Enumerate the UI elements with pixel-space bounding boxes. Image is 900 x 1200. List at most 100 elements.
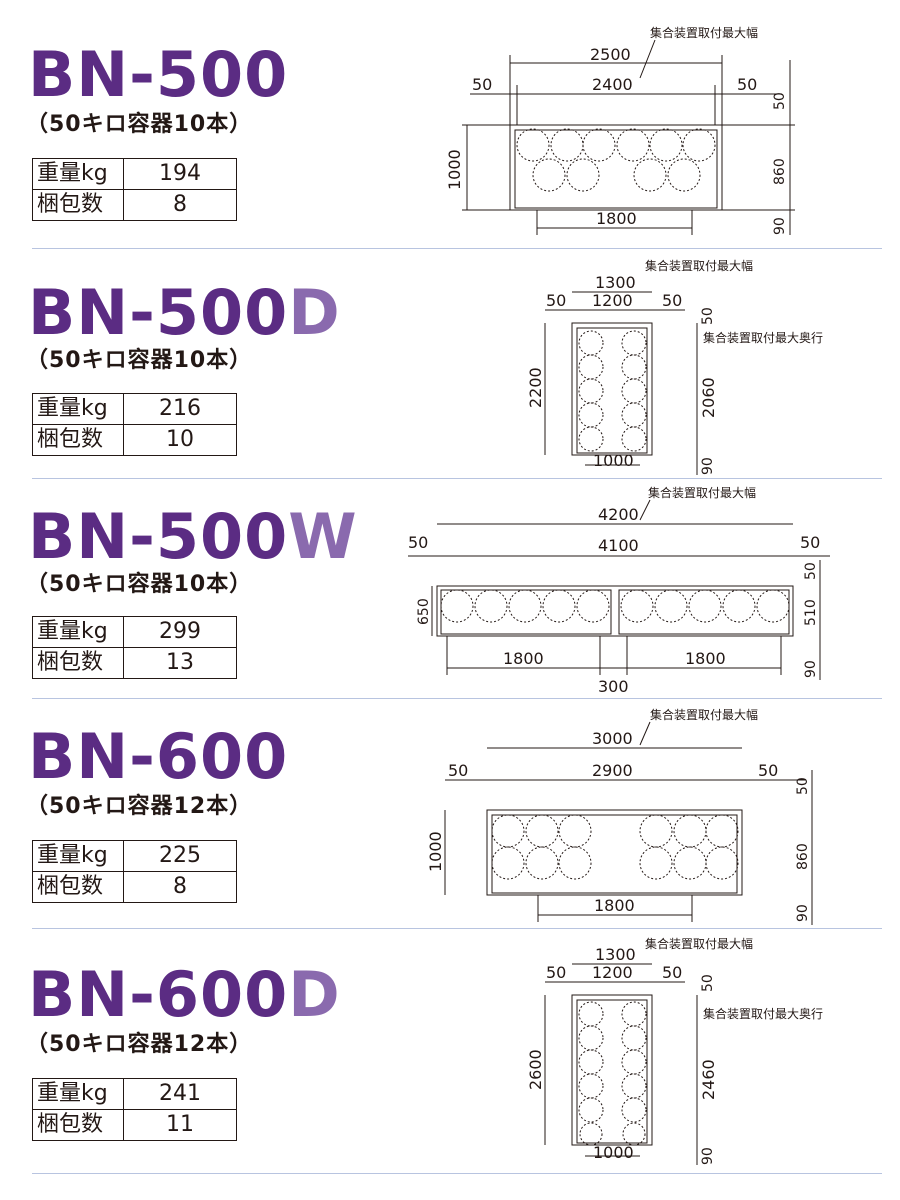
model-subtitle: （50キロ容器10本） xyxy=(26,348,253,373)
dim-top: 50 xyxy=(803,562,819,580)
model-title: BN-500D xyxy=(28,282,341,344)
dim-height: 2200 xyxy=(526,367,545,408)
pack-label: 梱包数 xyxy=(32,1109,124,1141)
dim-foot: 90 xyxy=(803,660,819,678)
dim-top: 50 xyxy=(700,307,716,325)
model-suffix: W xyxy=(288,500,358,573)
model-title: BN-500 xyxy=(28,44,288,106)
dim-top: 50 xyxy=(795,777,811,795)
section-divider xyxy=(32,478,882,479)
dimension-drawing: 集合装置取付最大幅 3000 2900 50 50 1000 50 860 90… xyxy=(426,707,813,925)
dimension-drawing: 集合装置取付最大幅 1300 1200 50 50 2600 集合装置取付最大奥… xyxy=(526,936,823,1165)
model-title: BN-600 xyxy=(28,726,288,788)
dim-overall: 1300 xyxy=(595,945,636,964)
dim-base: 1000 xyxy=(593,451,634,470)
model-base: BN-600 xyxy=(28,720,289,793)
dim-left: 50 xyxy=(472,75,492,94)
dim-base-right: 1800 xyxy=(685,649,726,668)
dim-overall: 1300 xyxy=(595,273,636,292)
note-width: 集合装置取付最大幅 xyxy=(645,936,753,951)
model-base: BN-500 xyxy=(28,500,289,573)
weight-label: 重量kg xyxy=(32,616,124,648)
pack-label: 梱包数 xyxy=(32,647,124,679)
pack-value: 8 xyxy=(123,871,237,903)
pack-value: 8 xyxy=(123,189,237,221)
dim-left: 50 xyxy=(448,761,468,780)
dim-body: 2060 xyxy=(699,377,718,418)
note-width: 集合装置取付最大幅 xyxy=(648,485,756,500)
dim-overall: 3000 xyxy=(592,729,633,748)
dim-left: 50 xyxy=(408,533,428,552)
dim-foot: 90 xyxy=(700,1147,716,1165)
dim-body: 860 xyxy=(772,158,788,185)
weight-label: 重量kg xyxy=(32,393,124,425)
dim-right: 50 xyxy=(662,291,682,310)
dimension-drawing: 集合装置取付最大幅 2500 2400 50 50 1000 50 860 90… xyxy=(445,25,795,235)
model-base: BN-500 xyxy=(28,38,289,111)
pack-label: 梱包数 xyxy=(32,189,124,221)
dim-left: 50 xyxy=(546,291,566,310)
dim-inner: 2400 xyxy=(592,75,633,94)
dim-foot: 90 xyxy=(700,457,716,475)
dimension-drawing: 集合装置取付最大幅 4200 4100 50 50 650 50 510 90 … xyxy=(408,485,830,696)
dim-overall: 4200 xyxy=(598,505,639,524)
dim-height: 1000 xyxy=(445,149,464,190)
dim-gap: 300 xyxy=(598,677,629,696)
model-base: BN-600 xyxy=(28,958,289,1031)
dim-height: 2600 xyxy=(526,1049,545,1090)
dim-right: 50 xyxy=(662,963,682,982)
model-title: BN-500W xyxy=(28,506,358,568)
section-divider xyxy=(32,698,882,699)
dim-inner: 4100 xyxy=(598,536,639,555)
pack-value: 11 xyxy=(123,1109,237,1141)
weight-value: 225 xyxy=(123,840,237,872)
dim-top: 50 xyxy=(772,92,788,110)
dim-base-left: 1800 xyxy=(503,649,544,668)
model-suffix: D xyxy=(288,276,341,349)
dim-body: 2460 xyxy=(699,1059,718,1100)
dim-right: 50 xyxy=(737,75,757,94)
pack-value: 10 xyxy=(123,424,237,456)
dimension-drawing: 集合装置取付最大幅 1300 1200 50 50 2200 集合装置取付最大奥… xyxy=(526,258,823,475)
dim-right: 50 xyxy=(800,533,820,552)
dim-inner: 1200 xyxy=(592,291,633,310)
section-divider xyxy=(32,1173,882,1174)
dim-body: 860 xyxy=(795,843,811,870)
dim-base: 1000 xyxy=(593,1143,634,1162)
weight-label: 重量kg xyxy=(32,1078,124,1110)
model-suffix: D xyxy=(288,958,341,1031)
dim-inner: 1200 xyxy=(592,963,633,982)
dim-right: 50 xyxy=(758,761,778,780)
dim-body: 510 xyxy=(803,599,819,626)
section-divider xyxy=(32,928,882,929)
weight-value: 241 xyxy=(123,1078,237,1110)
dim-inner: 2900 xyxy=(592,761,633,780)
note-depth: 集合装置取付最大奥行 xyxy=(703,330,823,345)
note-width: 集合装置取付最大幅 xyxy=(650,707,758,722)
model-subtitle: （50キロ容器10本） xyxy=(26,572,253,597)
section-divider xyxy=(32,248,882,249)
model-base: BN-500 xyxy=(28,276,289,349)
pack-value: 13 xyxy=(123,647,237,679)
dim-foot: 90 xyxy=(795,904,811,922)
weight-value: 194 xyxy=(123,158,237,190)
note-width: 集合装置取付最大幅 xyxy=(650,25,758,40)
weight-label: 重量kg xyxy=(32,158,124,190)
pack-label: 梱包数 xyxy=(32,871,124,903)
model-subtitle: （50キロ容器12本） xyxy=(26,1032,253,1057)
dim-height: 1000 xyxy=(426,831,445,872)
model-subtitle: （50キロ容器12本） xyxy=(26,794,253,819)
dim-foot: 90 xyxy=(772,217,788,235)
